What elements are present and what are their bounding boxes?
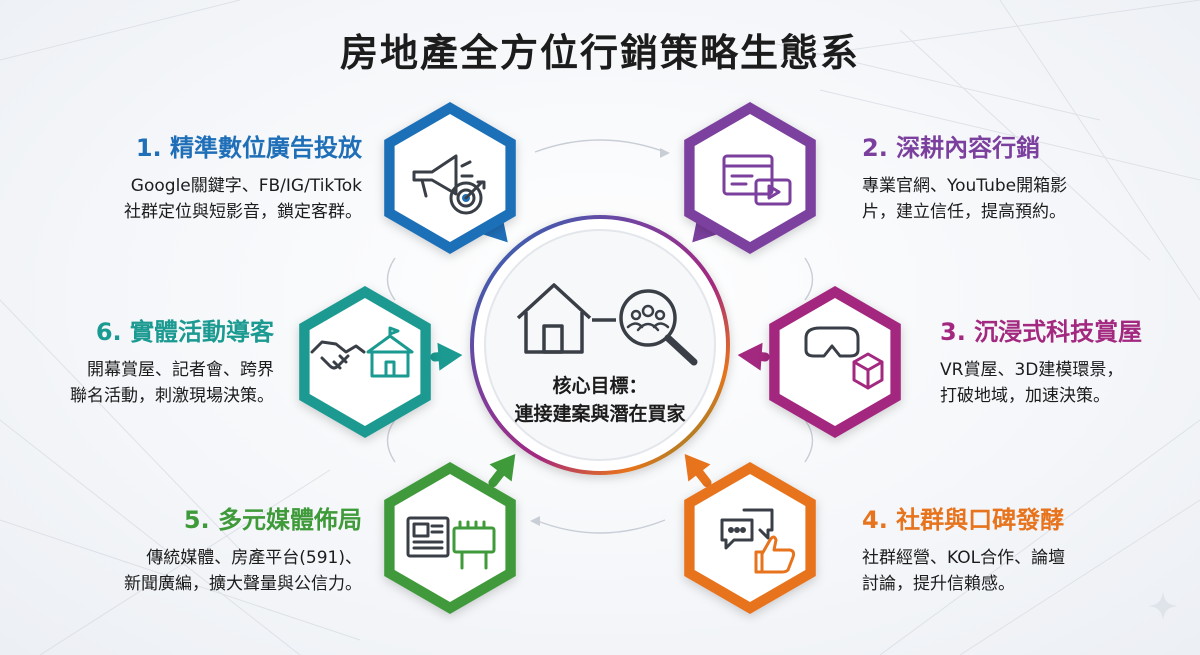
strategy-6-title: 6. 實體活動導客: [95, 318, 274, 346]
strategy-6-arrow: [430, 342, 463, 371]
strategy-2-desc-line1: 專業官網、YouTube開箱影: [862, 176, 1068, 196]
sparkle-icon: [1148, 591, 1178, 621]
strategy-5-desc-line2: 新聞廣編，擴大聲量與公信力。: [124, 574, 362, 594]
billboard-icon: [452, 520, 496, 570]
strategy-6-hexagon: [299, 286, 431, 438]
strategy-3-title: 3. 沉浸式科技賞屋: [940, 318, 1143, 346]
strategy-4-desc-line1: 社群經營、KOL合作、論壇: [862, 548, 1066, 568]
strategy-4-arrow: [684, 453, 712, 488]
strategy-6-desc-line1: 開幕賞屋、記者會、跨界: [87, 360, 274, 380]
strategy-1-hexagon: [384, 102, 516, 254]
strategy-3-arrow: [737, 342, 770, 371]
strategy-3-desc-line1: VR賞屋、3D建模環景，: [940, 360, 1124, 380]
megaphone-icon: [412, 154, 474, 198]
thumbs-up-icon: [754, 535, 796, 574]
newspaper-icon: [406, 516, 450, 558]
center-goal-line2: 連接建案與潛在買家: [514, 403, 686, 425]
strategy-5-arrow: [488, 453, 516, 488]
strategy-3: 3. 沉浸式科技賞屋 VR賞屋、3D建模環景， 打破地域，加速決策。: [940, 312, 1142, 409]
strategy-6: 6. 實體活動導客 開幕賞屋、記者會、跨界 聯名活動，刺激現場決策。: [70, 312, 274, 409]
page-title: 房地產全方位行銷策略生態系: [339, 31, 860, 75]
strategy-5: 5. 多元媒體佈局 傳統媒體、房產平台(591)、 新聞廣編，擴大聲量與公信力。: [124, 500, 362, 597]
website-video-icon: [722, 154, 792, 206]
3d-cube-icon: [852, 352, 884, 390]
center-goal-line1: 核心目標：: [552, 375, 648, 397]
strategy-5-title: 5. 多元媒體佈局: [183, 506, 362, 534]
strategy-2-hexagon: [684, 102, 816, 254]
strategy-4: 4. 社群與口碑發酵 社群經營、KOL合作、論壇 討論，提升信賴感。: [862, 500, 1065, 597]
strategy-1: 1. 精準數位廣告投放 Google關鍵字、FB/IG/TikTok 社群定位與…: [124, 128, 362, 225]
strategy-5-hexagon: [384, 462, 516, 614]
strategy-1-desc-line2: 社群定位與短影音，鎖定客群。: [124, 202, 362, 222]
target-icon: [449, 180, 486, 215]
center-goal-label: 核心目標： 連接建案與潛在買家: [480, 372, 720, 428]
strategy-5-desc-line1: 傳統媒體、房產平台(591)、: [146, 548, 362, 568]
strategy-1-desc-line1: Google關鍵字、FB/IG/TikTok: [130, 176, 362, 196]
strategy-2: 2. 深耕內容行銷 專業官網、YouTube開箱影 片，建立信任，提高預約。: [862, 128, 1067, 225]
house-icon: [516, 283, 616, 354]
strategy-1-title: 1. 精準數位廣告投放: [135, 134, 362, 162]
strategy-6-desc-line2: 聯名活動，刺激現場決策。: [70, 386, 274, 406]
strategy-2-title: 2. 深耕內容行銷: [862, 134, 1041, 162]
strategy-2-desc-line2: 片，建立信任，提高預約。: [862, 202, 1066, 222]
event-tent-icon: [366, 326, 414, 378]
strategy-4-hexagon: [684, 462, 816, 614]
search-people-icon: [619, 289, 698, 366]
strategy-4-desc-line2: 討論，提升信賴感。: [862, 574, 1015, 594]
strategy-4-title: 4. 社群與口碑發酵: [862, 506, 1065, 534]
handshake-icon: [310, 340, 366, 370]
strategy-3-desc-line2: 打破地域，加速決策。: [940, 386, 1110, 406]
vr-headset-icon: [804, 326, 860, 358]
strategy-3-hexagon: [769, 286, 901, 438]
center-disc: [484, 229, 716, 461]
chat-bubbles-icon: [720, 508, 774, 550]
